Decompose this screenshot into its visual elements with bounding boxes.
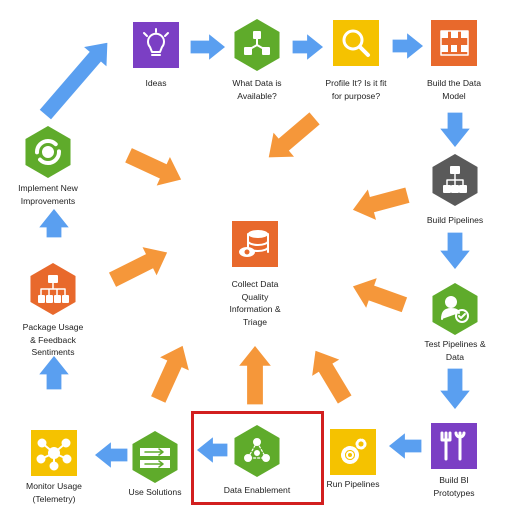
tools-icon (440, 431, 466, 461)
build-pipelines-label: Build Pipelines (426, 215, 484, 225)
data-enablement-tile (234, 425, 280, 477)
arrow-package-feedback (107, 245, 169, 289)
arrow-build-model-to-build-pipelines (437, 111, 473, 149)
build-model-label: Build the Data Model (427, 78, 481, 101)
ideas-tile (133, 22, 179, 68)
arrow-implement-feedback (123, 146, 183, 188)
arrow-use-feedback (149, 344, 191, 405)
data-enablement-label: Data Enablement (223, 485, 291, 495)
build-model-tile (431, 20, 477, 66)
use-solutions-label: Use Solutions (128, 487, 182, 497)
arrow-build-pipelines-to-test (437, 231, 473, 271)
cycle-icon (35, 139, 61, 165)
arrow-what-data-to-profile (291, 31, 325, 63)
test-pipelines-label: Test Pipelines & Data (424, 339, 486, 362)
arrow-ideas-to-what-data (189, 31, 227, 63)
arrow-monitor-to-package (36, 354, 72, 391)
package-usage-label: Package Usage & Feedback Sentiments (22, 322, 84, 357)
arrow-data-enablement-feedback (236, 344, 274, 406)
arrow-profile-to-build-model (391, 30, 425, 62)
lightbulb-icon (143, 28, 169, 56)
network-triangle-icon (244, 438, 270, 462)
arrow-test-feedback (351, 276, 409, 314)
highlight-box (191, 411, 324, 505)
package-usage-tile (30, 263, 76, 315)
magnifier-icon (342, 29, 370, 57)
arrow-build-pipelines-feedback (351, 186, 411, 222)
gears-icon (341, 438, 367, 464)
test-pipelines-tile (432, 283, 478, 335)
what-data-tile (234, 19, 280, 71)
arrow-package-to-implement (36, 207, 72, 239)
monitor-usage-label: Monitor Usage (Telemetry) (26, 481, 82, 504)
collect-tile (232, 221, 278, 267)
arrow-build-bi-to-run (387, 430, 423, 462)
database-eye-icon (239, 230, 269, 257)
build-pipelines-tile (432, 154, 478, 206)
build-bi-label: Build BI Prototypes (433, 475, 475, 498)
swap-arrows-icon (140, 448, 170, 468)
run-pipelines-tile (330, 429, 376, 475)
hub-icon (36, 438, 72, 471)
monitor-usage-tile (31, 430, 77, 476)
build-bi-tile (431, 423, 477, 469)
collect-label: Collect Data Quality Information & Triag… (229, 279, 281, 327)
use-solutions-tile (132, 431, 178, 483)
data-model-icon (440, 30, 469, 56)
arrow-profile-feedback (267, 110, 322, 159)
what-data-label: What Data is Available? (232, 78, 282, 101)
data-network-icon (244, 31, 270, 55)
profile-label: Profile It? Is it fit for purpose? (325, 78, 387, 101)
arrow-run-feedback (310, 349, 354, 406)
arrow-run-to-data-enablement (195, 434, 229, 466)
arrow-data-enablement-to-use (93, 439, 129, 471)
arrow-test-to-build-bi (437, 367, 473, 411)
org-chart-icon (38, 275, 69, 303)
ideas-label: Ideas (145, 78, 167, 88)
hierarchy-icon (443, 166, 467, 193)
implement-label: Implement New Improvements (18, 183, 78, 206)
implement-tile (25, 126, 71, 178)
profile-tile (333, 20, 379, 66)
arrow-implement-to-ideas (38, 41, 109, 122)
run-pipelines-label: Run Pipelines (326, 479, 380, 489)
user-check-icon (441, 296, 469, 323)
